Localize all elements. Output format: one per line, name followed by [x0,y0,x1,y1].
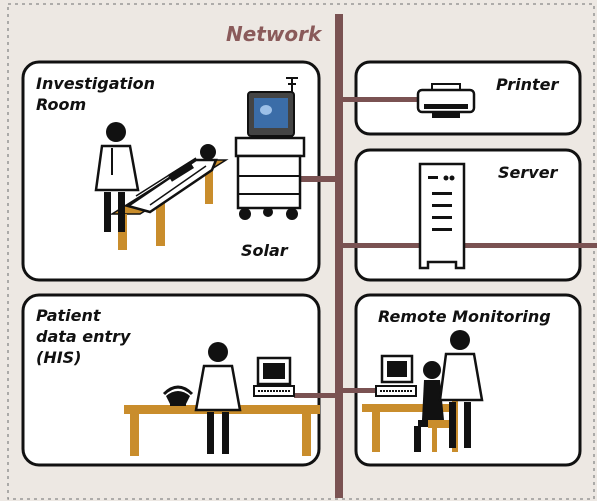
network-label: Network [226,22,322,46]
doctor-icon [94,122,140,232]
remote-monitoring-label: Remote Monitoring [378,307,551,326]
workstation-computer-icon [253,356,295,397]
server-link [340,243,597,248]
telephone-icon [162,385,194,406]
remote-link [340,388,384,393]
ultrasound-machine-icon [234,77,306,220]
exam-table [109,144,229,250]
solar-device-label: Solar [241,241,288,260]
printer-icon [416,83,476,118]
network-backbone [335,14,343,498]
outer-dashed-border [7,3,595,500]
standing-doctor-icon [438,330,484,448]
printer-link [340,97,418,102]
patient-link [294,393,338,398]
patient-data-entry-label: Patient data entry (HIS) [36,306,131,367]
patient-data-entry-box [21,293,321,467]
clerk-icon [194,342,242,454]
investigation-room-label: Investigation Room [36,74,156,114]
server-icon [418,162,466,270]
investigation-room-box [21,60,321,282]
server-label: Server [498,163,558,182]
monitoring-desk [362,404,454,452]
printer-label: Printer [496,75,559,94]
remote-computer-icon [375,354,417,397]
